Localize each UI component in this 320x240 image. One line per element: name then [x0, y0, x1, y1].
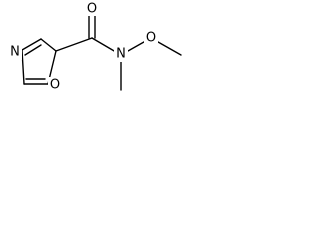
atom-label-ring-oxygen: O — [50, 78, 60, 93]
atom-mask-carbonyl-oxygen — [85, 1, 99, 16]
ring-bond-n3-c4 — [21, 49, 25, 85]
atom-label-amide-nitrogen: N — [116, 47, 126, 62]
chemical-structure-diagram: O N O N O — [8, 1, 182, 93]
ring-bond-c4-c5-double — [21, 38, 42, 51]
atom-mask-ring-oxygen — [48, 77, 62, 93]
atom-label-methoxy-oxygen: O — [146, 31, 156, 46]
ring-bond-c5-o1 — [40, 38, 57, 52]
atom-mask-methoxy-oxygen — [144, 30, 158, 46]
atom-label-carbonyl-oxygen: O — [87, 2, 97, 17]
bond-ring-carbonyl-carbon — [55, 37, 93, 52]
atom-mask-amide-nitrogen — [114, 46, 128, 62]
atom-label-ring-nitrogen: N — [10, 45, 20, 60]
atom-mask-ring-nitrogen — [8, 44, 22, 60]
ring-bond-c4-c5-double-inner — [24, 44, 42, 56]
